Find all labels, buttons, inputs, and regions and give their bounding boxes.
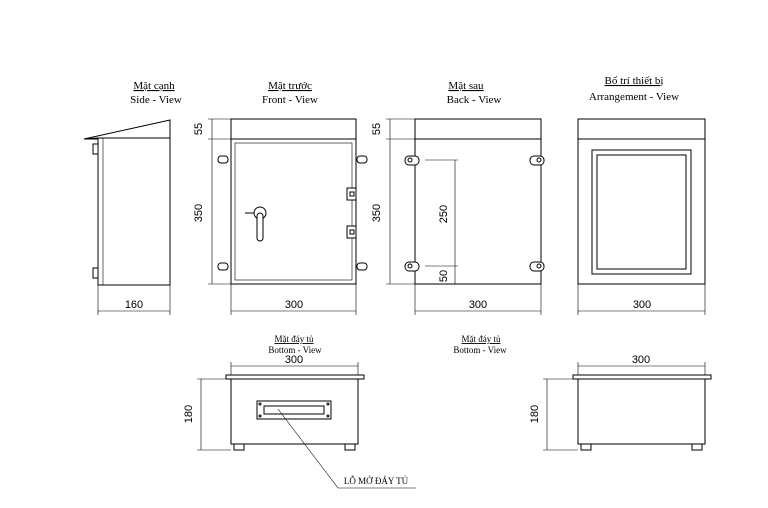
front-view-title-en: Front - View <box>262 94 318 106</box>
side-view-title-vi: Mặt cạnh <box>133 80 175 92</box>
front-width-dim: 300 <box>285 299 303 311</box>
side-view-title-en: Side - View <box>130 94 182 106</box>
side-body <box>97 137 171 286</box>
arrangement-title-vi: Bố trí thiết bị <box>605 75 664 87</box>
back-view-title-en: Back - View <box>447 94 502 106</box>
back-top-dim: 55 <box>371 123 383 135</box>
front-height-dim: 350 <box>193 204 205 222</box>
bottom-hole-label: LỖ MỞ ĐÁY TỦ <box>344 475 409 486</box>
bottom-view-right: Mặt đáy tủ Bottom - View 300 180 <box>453 334 712 451</box>
arrangement-view: Bố trí thiết bị Arrangement - View 300 <box>577 75 706 315</box>
front-roof <box>230 118 357 140</box>
bottom-right-depth-dim: 180 <box>529 405 541 423</box>
front-view-title-vi: Mặt trước <box>268 80 312 92</box>
arrangement-title-en: Arrangement - View <box>589 91 679 103</box>
bottom-left-width-dim: 300 <box>285 354 303 366</box>
bottom-left-title-en: Bottom - View <box>268 345 322 355</box>
mounting-plate-inner <box>596 154 687 270</box>
back-roof <box>414 118 542 140</box>
bottom-right-title-en: Bottom - View <box>453 345 507 355</box>
back-view-title-vi: Mặt sau <box>448 80 484 92</box>
back-rail-dim: 250 <box>438 205 450 223</box>
back-bottom-dim: 50 <box>438 270 450 282</box>
bottom-left-depth-dim: 180 <box>183 405 195 423</box>
back-view: Mặt sau Back - View 250 50 55 350 300 <box>371 80 545 315</box>
bottom-view-left: Mặt đáy tủ Bottom - View 300 LỖ MỞ ĐÁY T… <box>183 334 416 489</box>
bottom-right-body <box>577 378 706 445</box>
side-view: Mặt cạnh Side - View 160 <box>83 80 182 315</box>
front-view: Mặt trước Front - View 55 350 300 <box>193 80 368 315</box>
arrangement-body <box>577 138 706 285</box>
back-height-dim: 350 <box>371 204 383 222</box>
arrangement-width-dim: 300 <box>633 299 651 311</box>
side-roof <box>83 119 171 140</box>
bottom-right-width-dim: 300 <box>632 354 650 366</box>
bottom-right-title-vi: Mặt đáy tủ <box>462 334 501 344</box>
back-width-dim: 300 <box>469 299 487 311</box>
front-top-dim: 55 <box>193 123 205 135</box>
bottom-left-title-vi: Mặt đáy tủ <box>275 334 314 344</box>
mounting-plate-outer <box>591 149 692 275</box>
back-body <box>414 138 542 285</box>
side-width-dim: 160 <box>125 299 143 311</box>
front-body <box>230 138 357 285</box>
